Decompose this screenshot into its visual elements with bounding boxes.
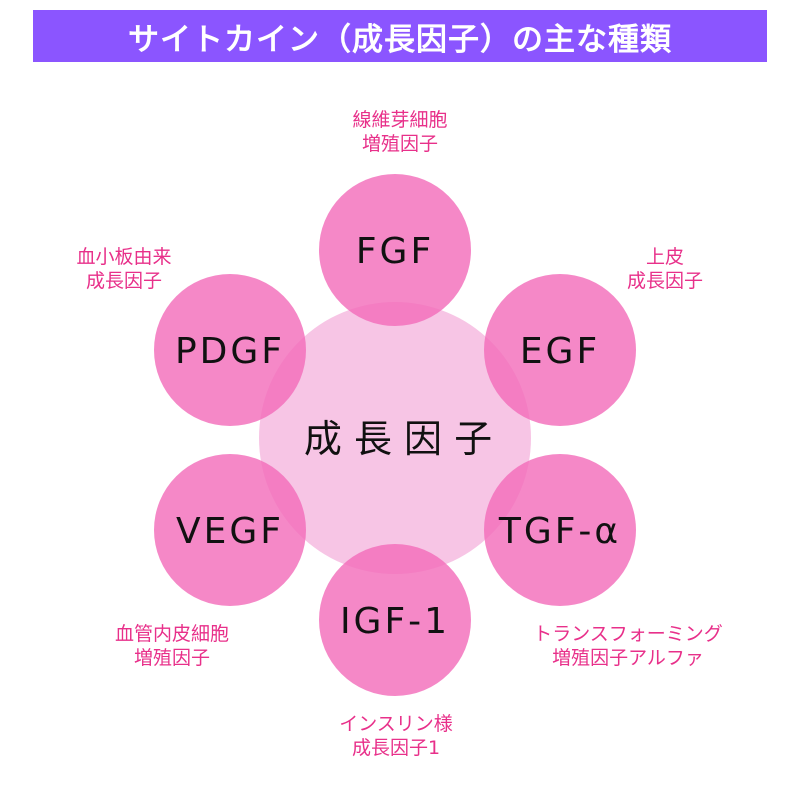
factor-abbr: FGF [356, 231, 434, 272]
factor-abbr: EGF [520, 331, 600, 372]
factor-circle-4 [154, 454, 306, 606]
factor-circle-2 [484, 454, 636, 606]
factor-circle-0 [319, 174, 471, 326]
factor-circle-1 [484, 274, 636, 426]
title-banner: サイトカイン（成長因子）の主な種類 [33, 10, 767, 62]
factor-circle-3 [319, 544, 471, 696]
label-fgf: 線維芽細胞増殖因子 [352, 109, 448, 155]
label-vegf: 血管内皮細胞増殖因子 [114, 623, 230, 669]
label-tgf: トランスフォーミング増殖因子アルファ [533, 623, 723, 669]
center-label: 成 長 因 子 [304, 417, 492, 461]
factor-abbr: PDGF [175, 331, 285, 372]
factor-abbr: TGF-α [498, 511, 621, 552]
factor-abbr: VEGF [176, 511, 284, 552]
label-pdgf: 血小板由来成長因子 [76, 246, 172, 292]
label-igf: インスリン様成長因子1 [339, 713, 453, 759]
label-egf: 上皮成長因子 [626, 246, 704, 292]
center-circle [259, 302, 531, 574]
factor-abbr: IGF-1 [340, 601, 450, 642]
factor-circle-5 [154, 274, 306, 426]
